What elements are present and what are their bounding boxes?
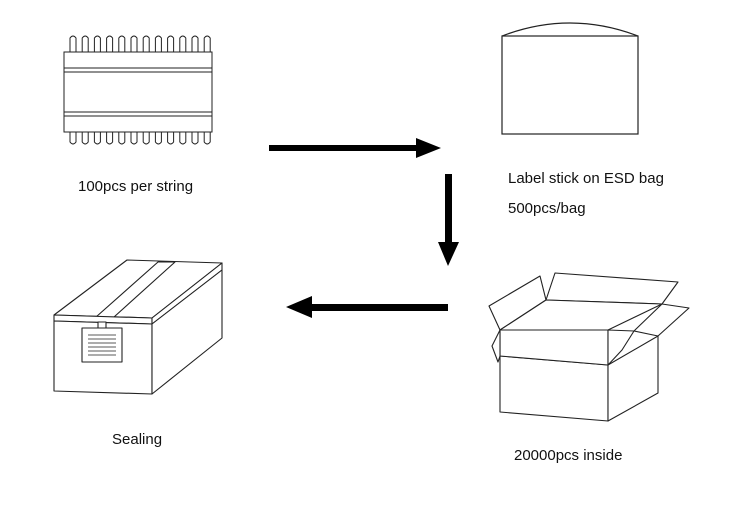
shipping-label-lines — [88, 334, 116, 356]
box-right-front-flap — [607, 329, 635, 366]
box-side-wall — [607, 335, 659, 422]
bag-caption: Label stick on ESD bag — [508, 170, 664, 187]
string-bottom-leads — [69, 114, 211, 145]
component-lead-top — [203, 35, 211, 70]
component-lead-bottom — [179, 114, 187, 145]
component-lead-bottom — [93, 114, 101, 145]
string-tape-top — [63, 51, 213, 69]
box-caption: 20000pcs inside — [514, 447, 623, 464]
box-front-wall — [499, 355, 609, 422]
component-lead-bottom — [81, 114, 89, 145]
bag-seal-curve — [501, 22, 639, 37]
component-lead-bottom — [167, 114, 175, 145]
component-lead-bottom — [203, 114, 211, 145]
sealed-box-icon — [53, 259, 223, 395]
sealed-caption: Sealing — [112, 431, 163, 448]
component-lead-bottom — [191, 114, 199, 145]
component-lead-top — [154, 35, 162, 70]
arrow-left — [286, 296, 448, 318]
component-lead-bottom — [69, 114, 77, 145]
string-body — [63, 67, 213, 117]
component-lead-bottom — [154, 114, 162, 145]
component-lead-top — [130, 35, 138, 70]
string-caption: 100pcs per string — [78, 178, 194, 195]
string-top-leads — [69, 35, 211, 70]
component-lead-top — [93, 35, 101, 70]
component-lead-top — [69, 35, 77, 70]
component-lead-top — [118, 35, 126, 70]
bag-body — [501, 35, 639, 135]
component-lead-bottom — [142, 114, 150, 145]
component-lead-bottom — [118, 114, 126, 145]
open-box-icon — [488, 272, 690, 422]
component-lead-top — [142, 35, 150, 70]
string-tape-bottom — [63, 115, 213, 133]
component-lead-bottom — [130, 114, 138, 145]
arrow-down — [438, 174, 459, 266]
box-left-front-flap — [491, 329, 501, 363]
shipping-label — [81, 327, 123, 363]
component-string-icon — [63, 35, 213, 145]
label-tab — [97, 321, 107, 329]
component-lead-top — [81, 35, 89, 70]
component-lead-top — [191, 35, 199, 70]
component-lead-bottom — [106, 114, 114, 145]
bag-subcaption: 500pcs/bag — [508, 200, 586, 217]
sealed-box-side — [151, 269, 223, 395]
component-lead-top — [167, 35, 175, 70]
box-back-flap — [545, 272, 679, 305]
component-lead-top — [179, 35, 187, 70]
esd-bag-icon — [501, 22, 639, 135]
arrow-right — [269, 138, 441, 158]
component-lead-top — [106, 35, 114, 70]
